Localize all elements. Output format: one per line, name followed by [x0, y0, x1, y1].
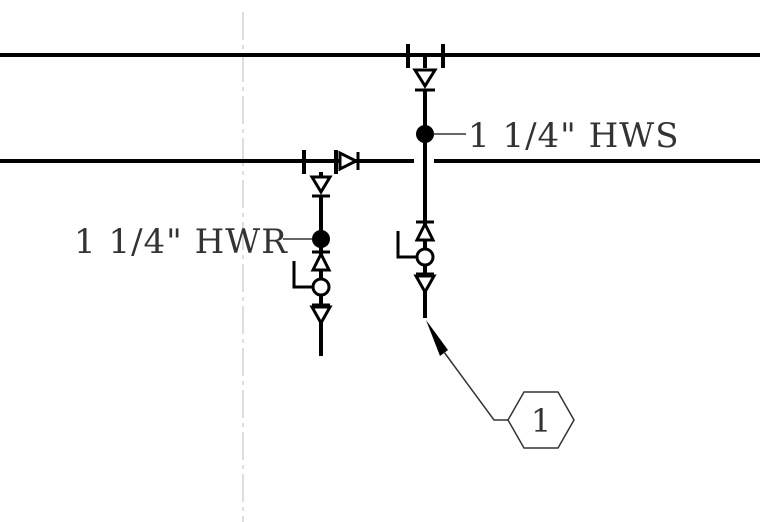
return-branch: [292, 150, 360, 356]
supply-tee-fitting: [406, 44, 445, 68]
supply-check-valve-top: [412, 68, 438, 92]
return-size-label: 1 1/4" HWR: [74, 222, 288, 262]
supply-branch: [396, 44, 445, 318]
callout-tag-number: 1: [531, 402, 551, 440]
keynote-callout: 1: [426, 320, 575, 449]
supply-size-label: 1 1/4" HWS: [468, 116, 680, 156]
supply-drain-connection: [396, 231, 435, 267]
return-balancing-valve: [310, 250, 332, 272]
supply-check-valve-bottom: [413, 272, 437, 296]
return-check-valve-top: [309, 175, 333, 198]
return-check-valve-bottom: [309, 303, 333, 327]
return-tap-dot: [312, 230, 330, 248]
return-main-check-valve: [338, 150, 360, 172]
callout-hexagon: [507, 391, 575, 449]
supply-tap-dot: [416, 125, 434, 143]
return-drain-connection: [292, 261, 331, 297]
callout-arrowhead: [426, 320, 448, 356]
supply-balancing-valve: [414, 220, 436, 242]
callout-leader: [443, 351, 508, 421]
